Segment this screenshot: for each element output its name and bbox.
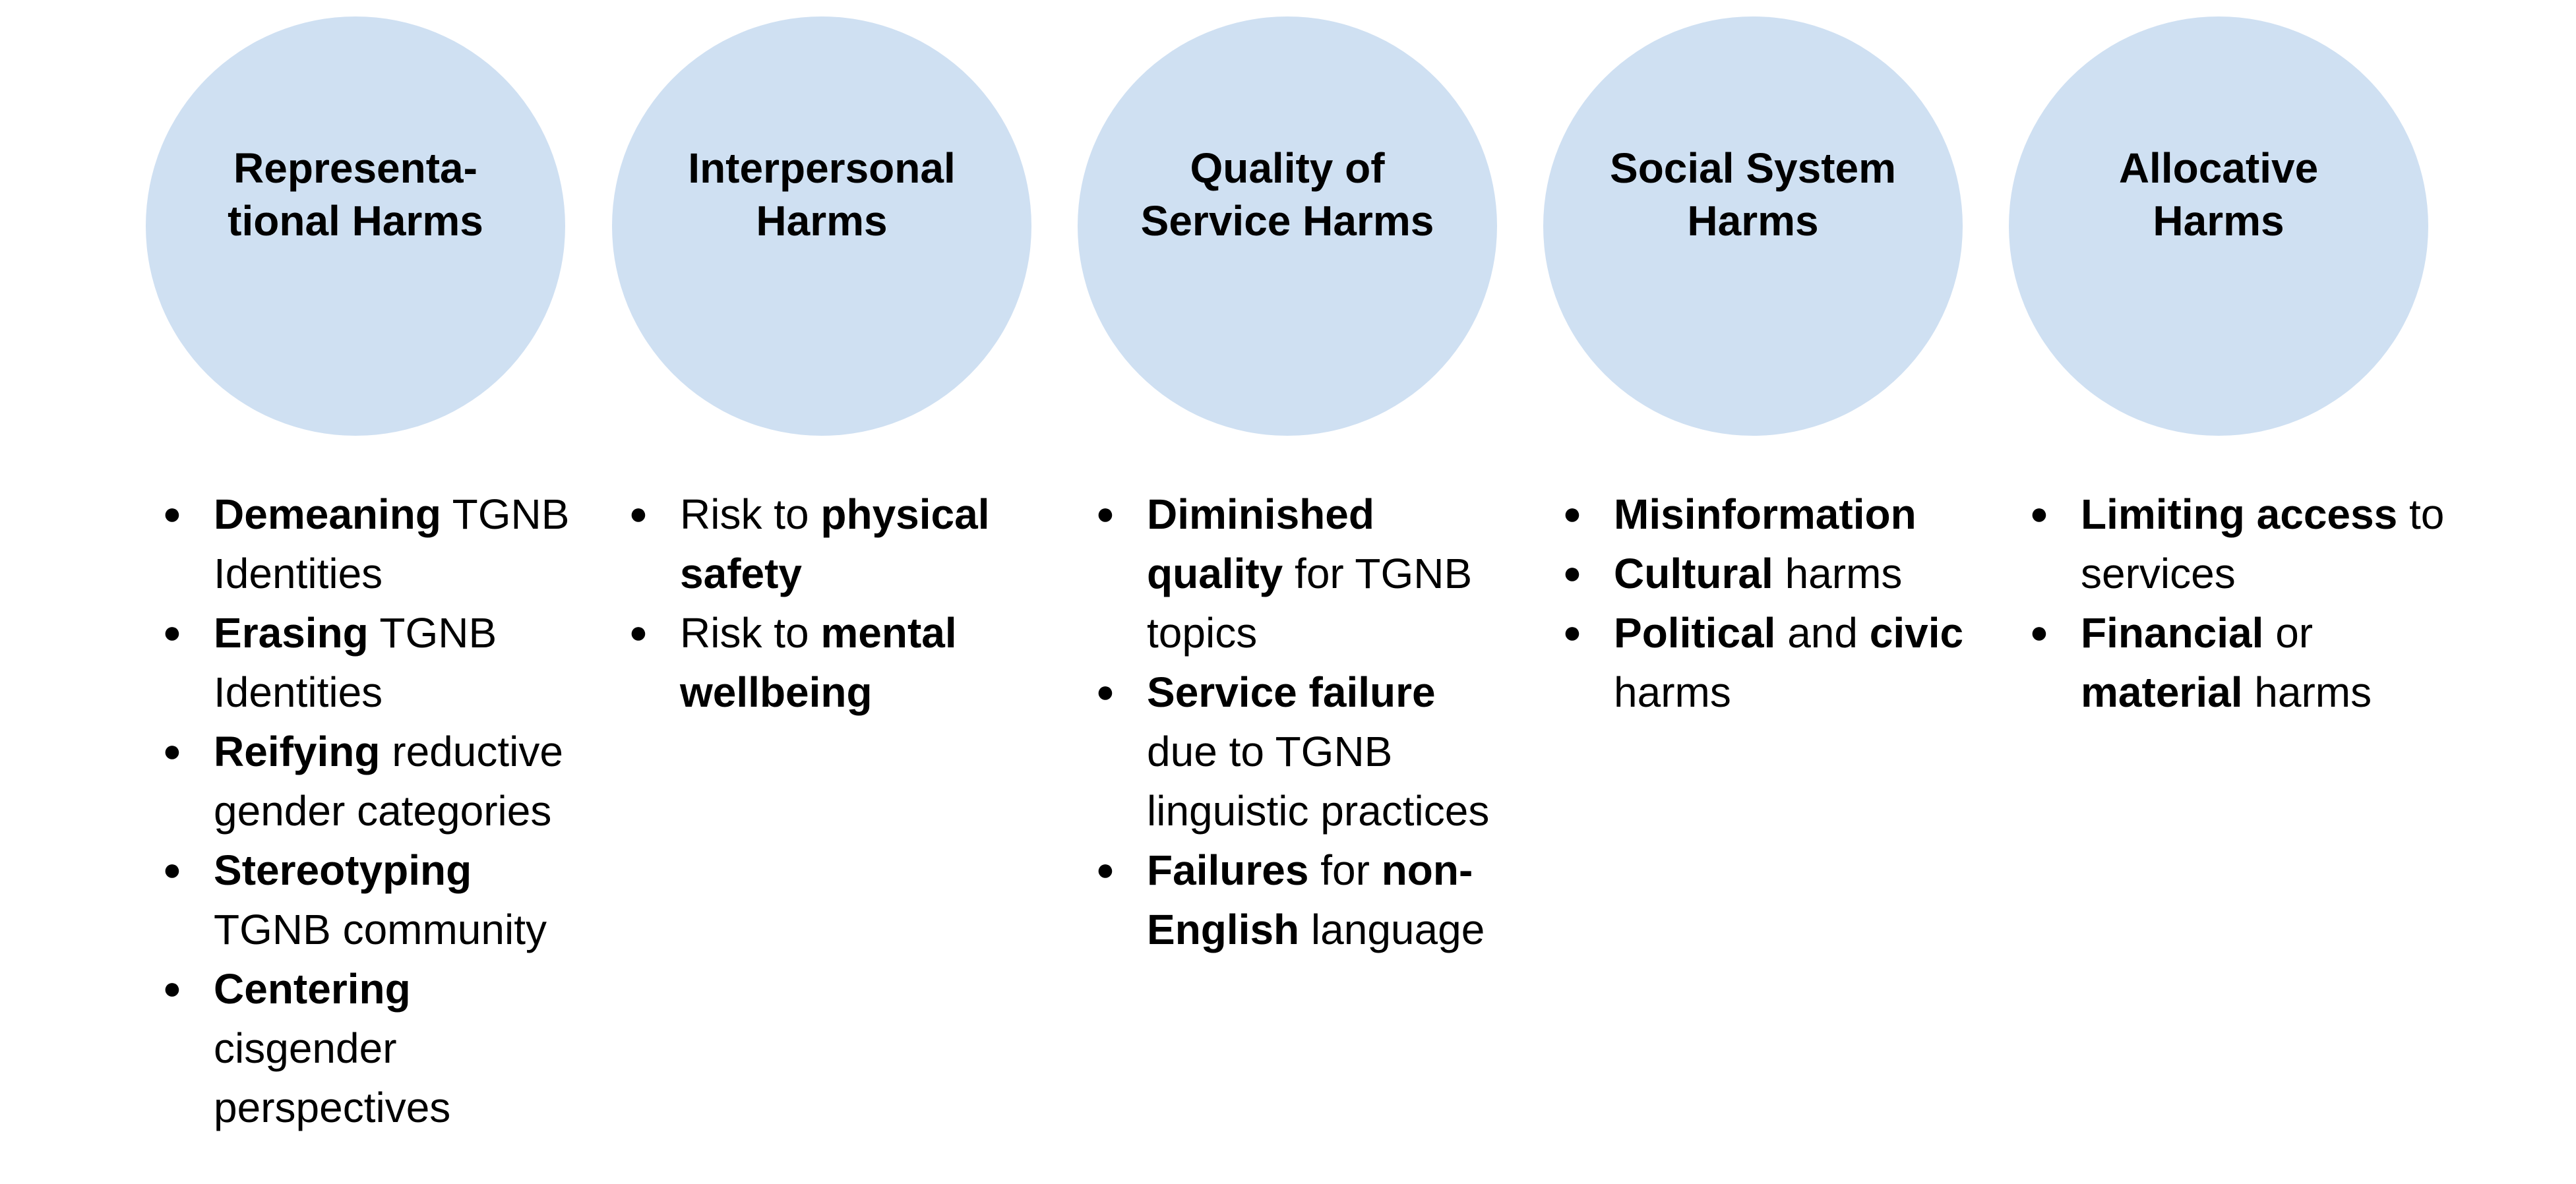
bullet-dot-icon: ● (629, 615, 648, 650)
bullet-emphasis-text: Erasing (214, 609, 369, 657)
bullet-text: language (1299, 906, 1485, 953)
bullet-text: Risk to (680, 490, 821, 538)
category-circle: Quality of Service Harms (1078, 16, 1497, 436)
bullet-text: to services (2081, 490, 2445, 597)
category-title-wrap: Representa- tional Harms (146, 16, 565, 436)
category-title: Interpersonal Harms (688, 144, 956, 245)
category-circle: Representa- tional Harms (146, 16, 565, 436)
category-title-wrap: Quality of Service Harms (1078, 16, 1497, 436)
bullet-item: ● Erasing TGNB Identities (162, 603, 571, 722)
category-title: Representa- tional Harms (228, 144, 483, 245)
bullet-emphasis-text: physical safety (680, 490, 990, 597)
category-bullet-list: ● Risk to physical safety ● Risk to mental … (629, 485, 1037, 722)
bullet-dot-icon: ● (162, 971, 182, 1006)
bullet-item: ● Limiting access to services (2029, 485, 2478, 603)
bullet-text: TGNB Identities (214, 609, 497, 716)
bullet-item: ● Financial or material harms (2029, 603, 2478, 722)
bullet-dot-icon: ● (1095, 496, 1115, 531)
bullet-emphasis-text: Financial (2081, 609, 2264, 657)
bullet-text: or (2263, 609, 2314, 657)
bullet-text: TGNB community (214, 906, 547, 953)
category-title: Allocative Harms (2118, 144, 2319, 245)
bullet-item: ● Misinformation (1562, 485, 1971, 544)
bullet-text: TGNB Identities (214, 490, 570, 597)
bullet-item: ● Reifying reductive gender categories (162, 722, 571, 841)
bullet-emphasis-text: Stereotyping (214, 846, 472, 894)
bullet-dot-icon: ● (1562, 496, 1582, 531)
bullet-text: harms (1773, 550, 1903, 597)
category-title-wrap: Allocative Harms (2009, 16, 2428, 436)
bullet-text: harms (1614, 668, 1731, 716)
bullet-text: reductive gender categories (214, 728, 563, 835)
bullet-dot-icon: ● (162, 852, 182, 887)
bullet-dot-icon: ● (2029, 615, 2049, 650)
bullet-text: and (1775, 609, 1870, 657)
bullet-emphasis-text: civic (1869, 609, 1964, 657)
category-bullet-list: ● Diminished quality for TGNB topics ● Serv… (1095, 485, 1504, 959)
bullet-dot-icon: ● (629, 496, 648, 531)
bullet-emphasis-text: material (2081, 668, 2243, 716)
bullet-item: ● Diminished quality for TGNB topics (1095, 485, 1504, 663)
bullet-emphasis-text: Failures (1147, 846, 1309, 894)
category-bullet-list: ● Limiting access to services ● Financial o… (2029, 485, 2478, 722)
bullet-emphasis-text: Limiting access (2081, 490, 2398, 538)
bullet-text: for TGNB topics (1147, 550, 1473, 657)
bullet-emphasis-text: Demeaning (214, 490, 441, 538)
bullet-item: ● Cultural harms (1562, 544, 1971, 603)
bullet-text: cisgender perspectives (214, 1024, 451, 1131)
category-bullet-list: ● Demeaning TGNB Identities ● Erasing TGNB … (162, 485, 571, 1137)
bullet-dot-icon: ● (162, 615, 182, 650)
bullet-emphasis-text: non-English (1147, 846, 1473, 953)
bullet-emphasis-text: Reifying (214, 728, 381, 775)
bullet-dot-icon: ● (1095, 852, 1115, 887)
bullet-item: ● Political and civic harms (1562, 603, 1971, 722)
bullet-text: due to TGNB linguistic practices (1147, 728, 1490, 835)
category-title: Quality of Service Harms (1140, 144, 1434, 245)
bullet-emphasis-text: Centering (214, 965, 411, 1013)
bullet-text: Risk to (680, 609, 821, 657)
bullet-item: ● Risk to physical safety (629, 485, 1037, 603)
bullet-dot-icon: ● (162, 496, 182, 531)
bullet-dot-icon: ● (1562, 615, 1582, 650)
bullet-dot-icon: ● (162, 734, 182, 769)
bullet-emphasis-text: Misinformation (1614, 490, 1917, 538)
bullet-item: ● Failures for non-English language (1095, 841, 1504, 959)
bullet-emphasis-text: Service failure (1147, 668, 1436, 716)
category-title-wrap: Social System Harms (1543, 16, 1963, 436)
bullet-emphasis-text: Diminished quality (1147, 490, 1374, 597)
bullet-emphasis-text: Cultural (1614, 550, 1773, 597)
bullet-dot-icon: ● (1095, 674, 1115, 709)
category-title-wrap: Interpersonal Harms (612, 16, 1031, 436)
category-circle: Interpersonal Harms (612, 16, 1031, 436)
bullet-emphasis-text: Political (1614, 609, 1776, 657)
bullet-dot-icon: ● (2029, 496, 2049, 531)
bullet-text: for (1308, 846, 1382, 894)
bullet-item: ● Centering cisgender perspectives (162, 959, 571, 1137)
category-title: Social System Harms (1610, 144, 1896, 245)
bullet-item: ● Risk to mental wellbeing (629, 603, 1037, 722)
category-bullet-list: ● Misinformation ● Cultural harms ● Political… (1562, 485, 1971, 722)
category-circle: Allocative Harms (2009, 16, 2428, 436)
category-circle: Social System Harms (1543, 16, 1963, 436)
bullet-item: ● Demeaning TGNB Identities (162, 485, 571, 603)
bullet-dot-icon: ● (1562, 556, 1582, 591)
bullet-emphasis-text: mental wellbeing (680, 609, 957, 716)
bullet-text: harms (2242, 668, 2372, 716)
bullet-item: ● Stereotyping TGNB community (162, 841, 571, 959)
bullet-item: ● Service failure due to TGNB linguistic … (1095, 663, 1504, 841)
